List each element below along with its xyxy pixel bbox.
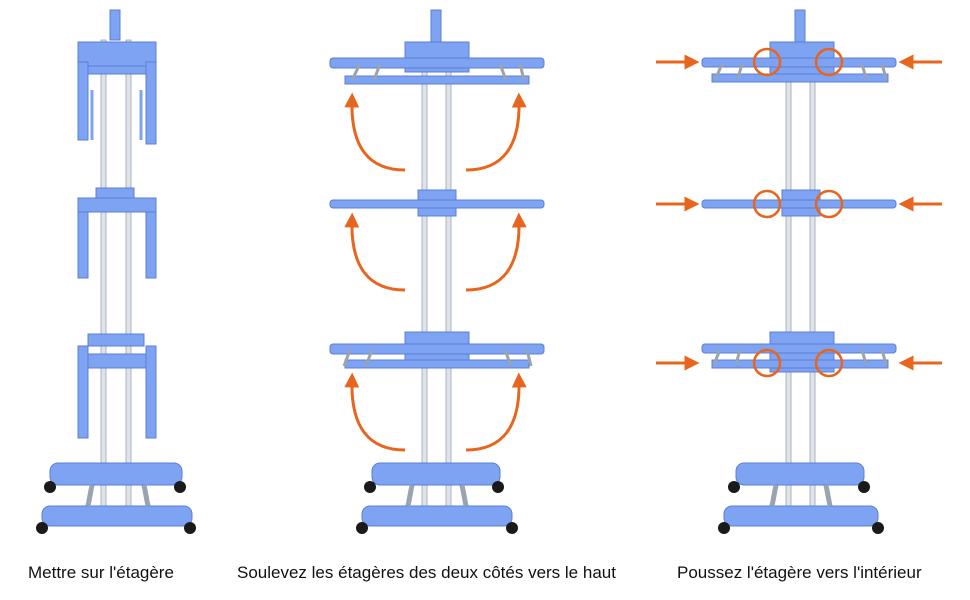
shelf-bottom-open [329, 331, 545, 369]
folded-shelf-top [77, 61, 157, 145]
push-rack-base [718, 462, 884, 534]
right-arrow-icon [656, 54, 700, 371]
folded-rack-panel [36, 9, 196, 534]
curved-up-arrow-icon [344, 92, 527, 452]
folded-shelf-middle [77, 187, 157, 279]
folded-shelf-bottom [77, 333, 157, 439]
push-shelves-panel [656, 9, 942, 534]
lift-shelves-panel [329, 9, 545, 534]
shelf-middle-locked [701, 189, 897, 217]
lift-rack-base [356, 462, 518, 534]
shelf-top-open [329, 41, 545, 85]
caption-step-3: Poussez l'étagère vers l'intérieur [677, 563, 922, 582]
folded-rack-base [36, 462, 196, 534]
shelf-bottom-locked [701, 331, 897, 373]
circle-highlight-icon [752, 47, 844, 378]
shelf-middle-flat [329, 189, 545, 217]
caption-step-2: Soulevez les étagères des deux côtés ver… [237, 563, 616, 582]
shelf-top-locked [701, 41, 897, 83]
left-arrow-icon [898, 54, 942, 371]
caption-step-1: Mettre sur l'étagère [28, 563, 174, 582]
